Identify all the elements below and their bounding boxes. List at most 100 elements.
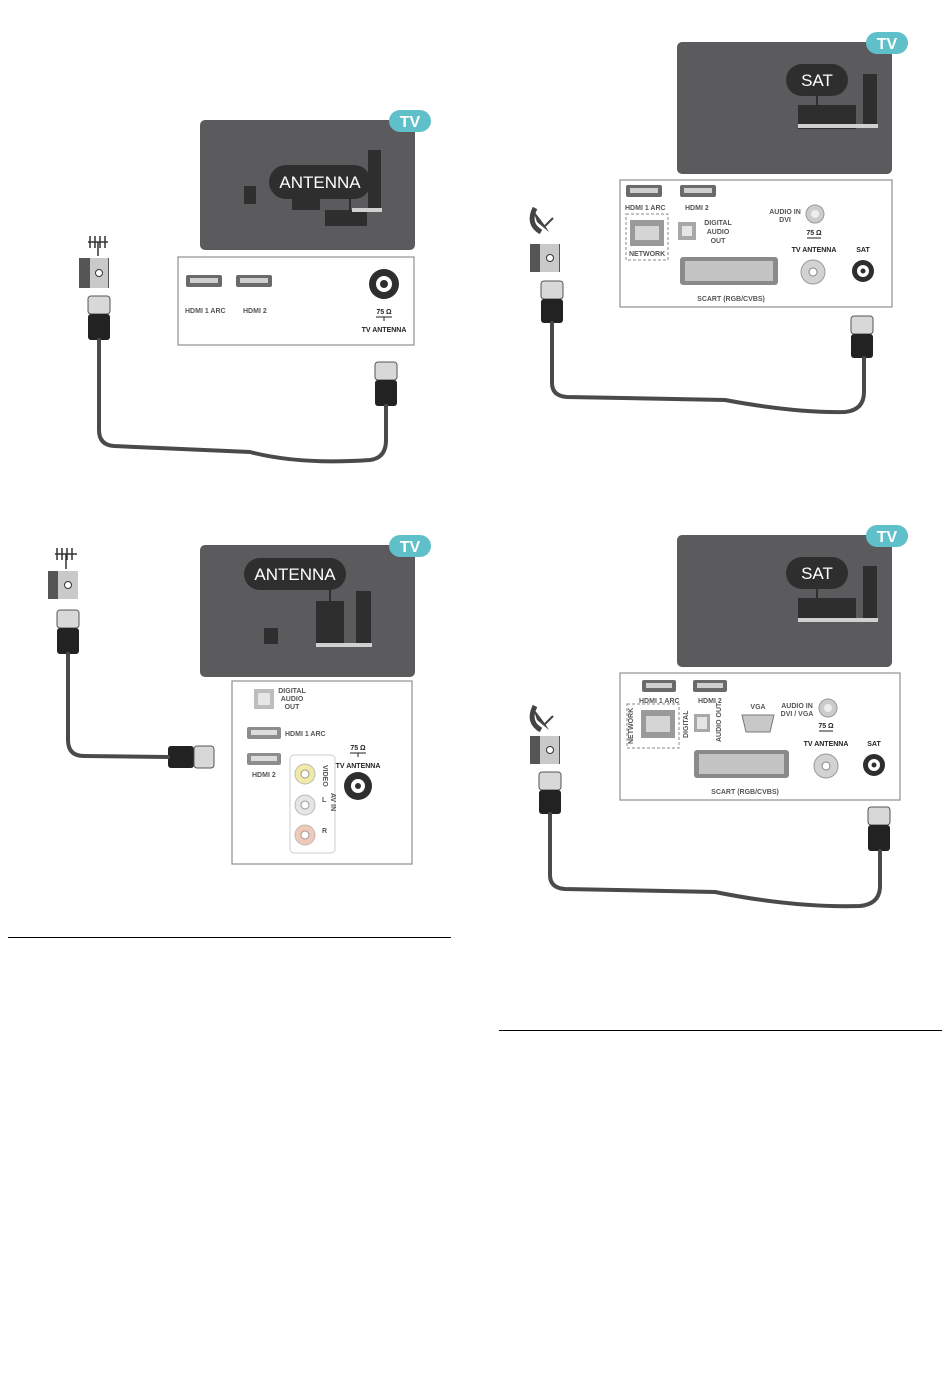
video-label: VIDEO <box>321 765 328 787</box>
tv-antenna-socket-icon <box>813 753 839 779</box>
antenna-icon <box>88 236 108 256</box>
antenna-connection-diagram-1: TV ANTENNA HDMI 1 ARC HDMI 2 75 Ω TV ANT… <box>79 110 431 464</box>
dvi-vga-label: DVI / VGA <box>781 711 814 718</box>
audio-label: AUDIO <box>707 229 730 236</box>
tv-back <box>677 42 892 174</box>
cable-plug-wall <box>540 280 564 323</box>
wall-socket-icon <box>48 571 78 599</box>
audio-in-label: AUDIO IN <box>781 703 813 710</box>
antenna-icon <box>55 548 77 569</box>
digital-label: DIGITAL <box>704 220 732 227</box>
scart-label: SCART (RGB/CVBS) <box>697 296 765 303</box>
audio-r-jack-icon <box>294 824 316 846</box>
network-port-icon <box>630 220 664 246</box>
digital-audio-out-icon <box>254 689 274 709</box>
ohms-label: 75 Ω <box>806 230 822 237</box>
coax-cable <box>66 652 170 759</box>
hdmi-port-1-icon <box>626 185 662 197</box>
sat-label: SAT <box>801 71 833 90</box>
hdmi-port-2-icon <box>247 753 281 765</box>
sat-socket-icon <box>863 754 885 776</box>
ohms-label: 75 Ω <box>818 723 834 730</box>
tv-badge <box>866 525 908 547</box>
digital-audio-out-icon <box>678 222 696 240</box>
cable-plug-wall <box>538 771 562 814</box>
connector-panel <box>231 680 413 865</box>
antenna-socket-icon <box>344 772 372 800</box>
connector-panel <box>619 179 893 308</box>
connector-panel <box>177 256 415 346</box>
cable-plug-tv <box>374 361 398 406</box>
network-label: NETWORK <box>629 251 665 258</box>
antenna-label-pill <box>269 165 371 199</box>
r-label: R <box>322 828 327 835</box>
hdmi1-label: HDMI 1 ARC <box>639 698 680 705</box>
hdmi-port-1-icon <box>186 275 222 287</box>
satellite-dish-icon <box>529 206 554 235</box>
audio-in-jack-icon <box>805 204 825 224</box>
network-port-icon <box>641 710 675 738</box>
tv-badge <box>866 32 908 54</box>
tv-stand-left <box>244 186 256 204</box>
sat-label-pill <box>786 557 848 589</box>
video-jack-icon <box>294 763 316 785</box>
tv-badge <box>389 110 431 132</box>
sat-connection-diagram-1: TV SAT HDMI 1 ARC HDMI 2 NETWORK DIGITAL… <box>529 32 908 415</box>
sat-label-pill <box>786 64 848 96</box>
network-label: NETWORK <box>628 708 635 744</box>
hdmi2-label: HDMI 2 <box>698 698 722 705</box>
hdmi2-label: HDMI 2 <box>252 772 276 779</box>
tv-antenna-label: TV ANTENNA <box>804 741 849 748</box>
tv-badge-label: TV <box>877 36 898 53</box>
vga-port-icon <box>741 714 775 733</box>
hdmi-port-1-icon <box>642 680 676 692</box>
cable-plug-tv <box>867 806 891 851</box>
digital-label: DIGITAL <box>278 688 306 695</box>
digital-audio-out-icon <box>694 714 710 732</box>
cable-plug-tv <box>850 315 874 358</box>
hdmi1-label: HDMI 1 ARC <box>625 205 666 212</box>
hdmi-port-2-icon <box>693 680 727 692</box>
wall-socket-icon <box>79 258 109 288</box>
tv-antenna-label: TV ANTENNA <box>336 763 381 770</box>
hdmi2-label: HDMI 2 <box>243 308 267 315</box>
scart-port-icon <box>680 257 778 285</box>
coax-cable <box>97 338 388 464</box>
cable-plug-tv <box>168 745 215 769</box>
coax-cable <box>548 812 882 909</box>
tv-badge-label: TV <box>400 539 421 556</box>
hdmi1-label: HDMI 1 ARC <box>185 308 226 315</box>
hdmi-port-1-icon <box>247 727 281 739</box>
audio-in-label: AUDIO IN <box>769 209 801 216</box>
scart-port-icon <box>694 750 789 778</box>
tv-antenna-label: TV ANTENNA <box>792 247 837 254</box>
l-label: L <box>322 797 327 804</box>
tv-badge-label: TV <box>400 114 421 131</box>
audio-l-jack-icon <box>294 794 316 816</box>
antenna-socket-icon <box>369 269 399 299</box>
antenna-label-pill <box>244 558 346 590</box>
tv-antenna-socket-icon <box>800 259 826 285</box>
sat-connection-diagram-2: TV SAT HDMI 1 ARC HDMI 2 NETWORK DIGITAL… <box>529 525 908 909</box>
ohms-label: 75 Ω <box>376 309 392 316</box>
sat-port-label: SAT <box>867 741 881 748</box>
tv-back <box>677 535 892 667</box>
out-label: OUT <box>711 238 727 245</box>
tv-stand-right <box>325 210 367 226</box>
dvi-label: DVI <box>779 217 791 224</box>
hdmi-port-2-icon <box>236 275 272 287</box>
audio-label: AUDIO <box>281 696 304 703</box>
antenna-label: ANTENNA <box>254 565 336 584</box>
audio-in-jack-icon <box>818 698 838 718</box>
hdmi1-label: HDMI 1 ARC <box>285 731 326 738</box>
tv-badge-label: TV <box>877 529 898 546</box>
hdmi-port-2-icon <box>680 185 716 197</box>
scart-label: SCART (RGB/CVBS) <box>711 789 779 796</box>
av-in-label: AV IN <box>329 793 336 811</box>
wall-socket-icon <box>530 736 560 764</box>
satellite-dish-icon <box>529 704 554 733</box>
cable-plug-wall <box>56 609 80 654</box>
digital-label: DIGITAL <box>683 710 690 738</box>
sat-port-label: SAT <box>856 247 870 254</box>
ohms-label: 75 Ω <box>350 745 366 752</box>
